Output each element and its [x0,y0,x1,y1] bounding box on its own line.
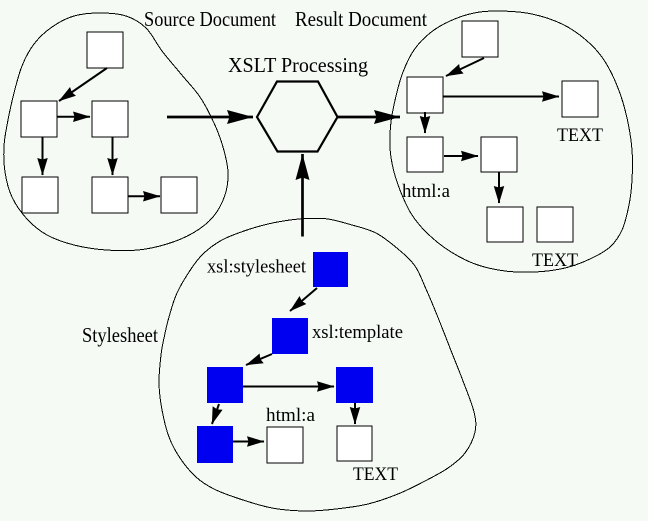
svg-text:xsl:template: xsl:template [312,322,403,343]
svg-text:html:a: html:a [402,181,451,202]
svg-text:XSLT Processing: XSLT Processing [228,53,368,77]
svg-text:Source Document: Source Document [144,7,276,31]
svg-text:TEXT: TEXT [557,125,603,146]
svg-text:TEXT: TEXT [532,250,578,271]
svg-text:xsl:stylesheet: xsl:stylesheet [207,257,307,278]
svg-text:Result Document: Result Document [295,7,427,31]
svg-text:Stylesheet: Stylesheet [82,323,158,347]
svg-text:html:a: html:a [266,405,316,426]
svg-text:TEXT: TEXT [353,464,398,485]
